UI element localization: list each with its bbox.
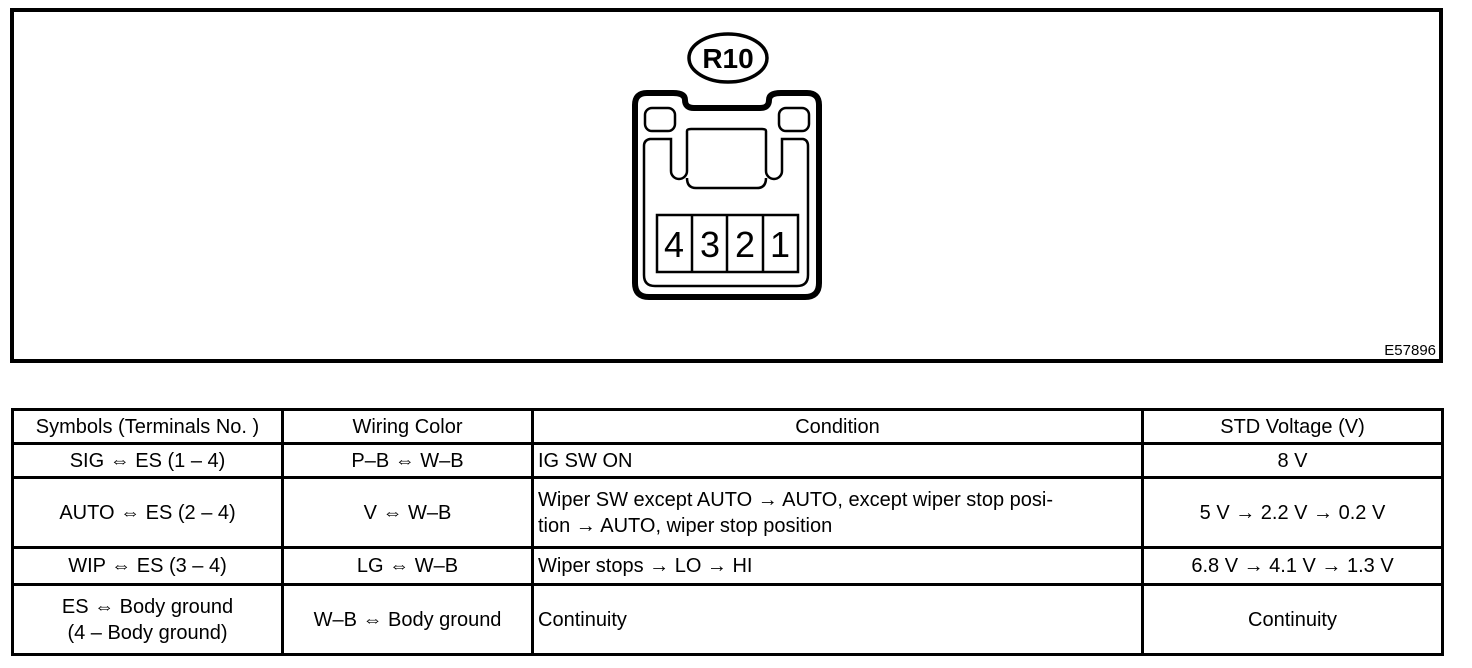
wiring-color-cell: V ⇔ W–B <box>281 476 534 549</box>
header-std-voltage: STD Voltage (V) <box>1141 408 1444 445</box>
condition-cell: Continuity <box>531 583 1144 656</box>
table-header-row: Symbols (Terminals No. ) Wiring Color Co… <box>11 408 1444 445</box>
wiring-color-cell: LG ⇔ W–B <box>281 546 534 586</box>
symbols-cell: AUTO ⇔ ES (2 – 4) <box>11 476 284 549</box>
connector-figure-box: R10 4 3 2 1 E57896 <box>10 8 1443 363</box>
pin-number-3: 3 <box>700 224 720 265</box>
terminal-row-outline <box>655 213 800 274</box>
connector-id-label: R10 <box>702 43 753 74</box>
terminal-signal-table: Symbols (Terminals No. ) Wiring Color Co… <box>11 408 1444 656</box>
center-pocket-outline <box>685 177 768 190</box>
condition-cell: Wiper SW except AUTO → AUTO, except wipe… <box>531 476 1144 549</box>
symbols-cell: SIG ⇔ ES (1 – 4) <box>11 442 284 479</box>
wiring-color-cell: P–B ⇔ W–B <box>281 442 534 479</box>
condition-cell: IG SW ON <box>531 442 1144 479</box>
connector-diagram-icon: R10 4 3 2 1 <box>632 32 822 300</box>
symbols-cell: WIP ⇔ ES (3 – 4) <box>11 546 284 586</box>
std-voltage-cell: 5 V → 2.2 V → 0.2 V <box>1141 476 1444 549</box>
std-voltage-cell: 6.8 V → 4.1 V → 1.3 V <box>1141 546 1444 586</box>
connector-id-ellipse <box>687 32 769 84</box>
header-condition: Condition <box>531 408 1144 445</box>
table-row: SIG ⇔ ES (1 – 4) P–B ⇔ W–B IG SW ON 8 V <box>11 442 1444 479</box>
table-row: AUTO ⇔ ES (2 – 4) V ⇔ W–B Wiper SW excep… <box>11 476 1444 549</box>
header-wiring-color: Wiring Color <box>281 408 534 445</box>
connector-housing-outline <box>632 90 822 300</box>
table-row: WIP ⇔ ES (3 – 4) LG ⇔ W–B Wiper stops → … <box>11 546 1444 586</box>
left-tab-hole <box>643 106 677 133</box>
wiring-color-cell: W–B ⇔ Body ground <box>281 583 534 656</box>
header-symbols: Symbols (Terminals No. ) <box>11 408 284 445</box>
right-tab-hole <box>777 106 811 133</box>
connector-cavity-outline <box>642 127 810 288</box>
std-voltage-cell: 8 V <box>1141 442 1444 479</box>
condition-cell: Wiper stops → LO → HI <box>531 546 1144 586</box>
figure-code: E57896 <box>1384 342 1436 359</box>
pin-number-2: 2 <box>735 224 755 265</box>
table-row: ES ⇔ Body ground (4 – Body ground) W–B ⇔… <box>11 583 1444 656</box>
pin-number-1: 1 <box>770 224 790 265</box>
pin-number-4: 4 <box>664 224 684 265</box>
std-voltage-cell: Continuity <box>1141 583 1444 656</box>
symbols-cell: ES ⇔ Body ground (4 – Body ground) <box>11 583 284 656</box>
terminal-table-wrap: Symbols (Terminals No. ) Wiring Color Co… <box>11 408 1444 656</box>
